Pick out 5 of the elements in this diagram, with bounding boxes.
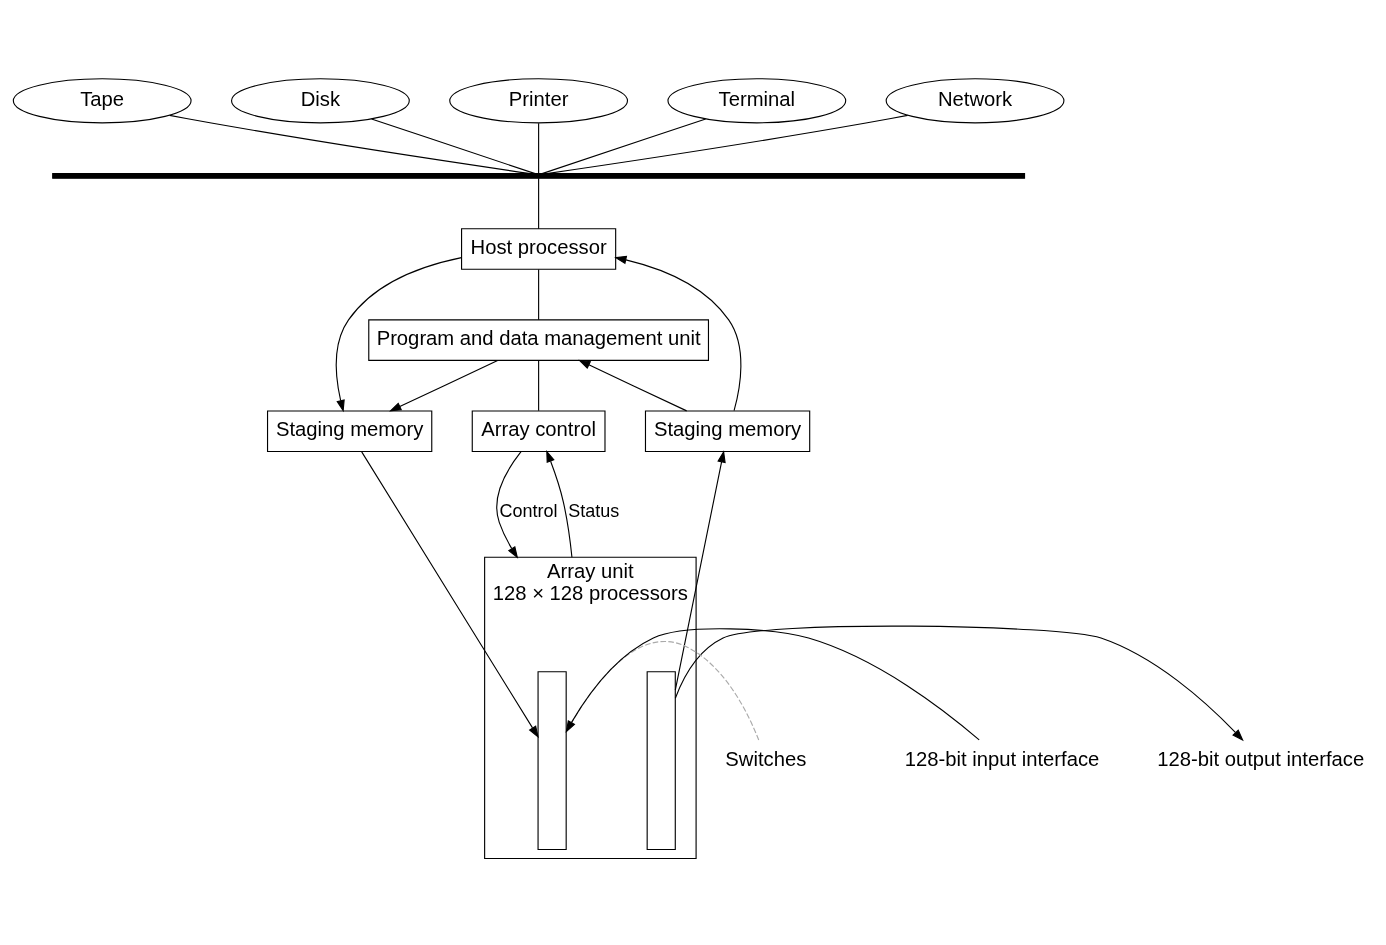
edge-label: Control	[499, 500, 558, 520]
edge-label: Status	[568, 500, 620, 520]
node-text: 128-bit output interface	[1157, 747, 1365, 770]
node-text: Switches	[725, 747, 807, 770]
node-text: 128-bit input interface	[904, 747, 1100, 770]
